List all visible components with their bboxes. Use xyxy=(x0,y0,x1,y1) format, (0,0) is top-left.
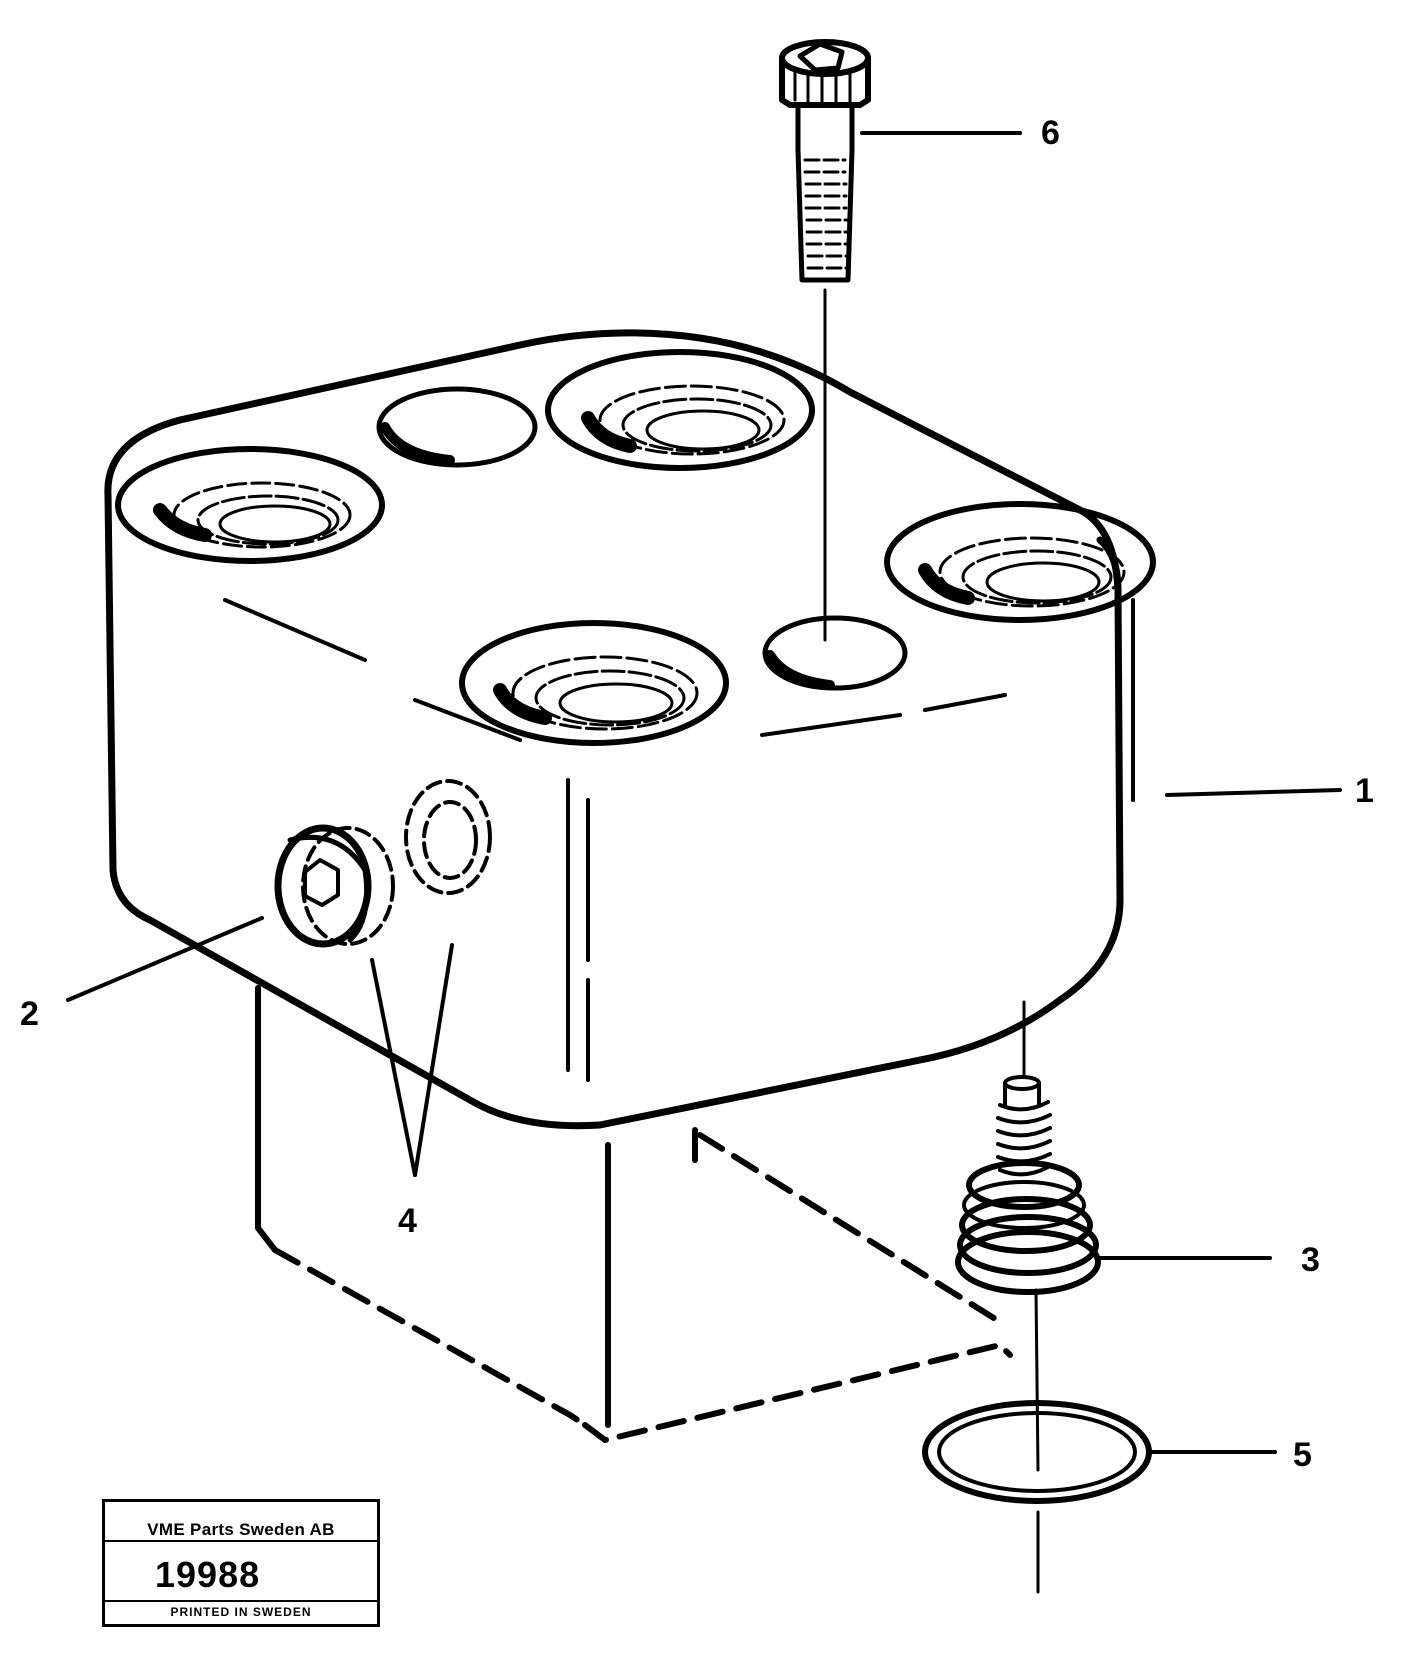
sealing-washers-part-4 xyxy=(301,779,492,946)
threaded-port-right xyxy=(884,501,1156,623)
callout-label-5: 5 xyxy=(1293,1436,1312,1474)
threaded-port-left xyxy=(115,446,385,564)
callout-label-3: 3 xyxy=(1301,1241,1320,1279)
stamp-company-name: VME Parts Sweden AB xyxy=(147,1520,335,1539)
bolt-hole-front xyxy=(762,615,908,691)
threaded-port-center-front xyxy=(459,620,729,746)
stamp-divider xyxy=(105,1540,377,1542)
threaded-port-back xyxy=(545,349,815,471)
callout-label-2: 2 xyxy=(20,995,39,1033)
stamp-footer: PRINTED IN SWEDEN xyxy=(105,1600,377,1624)
lower-housing-hidden xyxy=(255,985,1013,1443)
callout-label-4: 4 xyxy=(398,1202,417,1240)
top-face-edges xyxy=(223,598,1135,1082)
title-stamp: VME Parts Sweden AB 19988 PRINTED IN SWE… xyxy=(102,1499,380,1627)
leader-lines xyxy=(66,131,1342,1454)
callout-label-6: 6 xyxy=(1041,114,1060,152)
valve-spring-part-3 xyxy=(955,1000,1101,1472)
bolt-hole-back xyxy=(376,386,538,468)
o-ring-part-5 xyxy=(922,1400,1152,1594)
cap-screw-part-6 xyxy=(779,39,871,642)
stamp-drawing-number: 19988 xyxy=(155,1554,261,1595)
callout-label-1: 1 xyxy=(1355,772,1374,810)
plug-part-2 xyxy=(274,824,372,948)
